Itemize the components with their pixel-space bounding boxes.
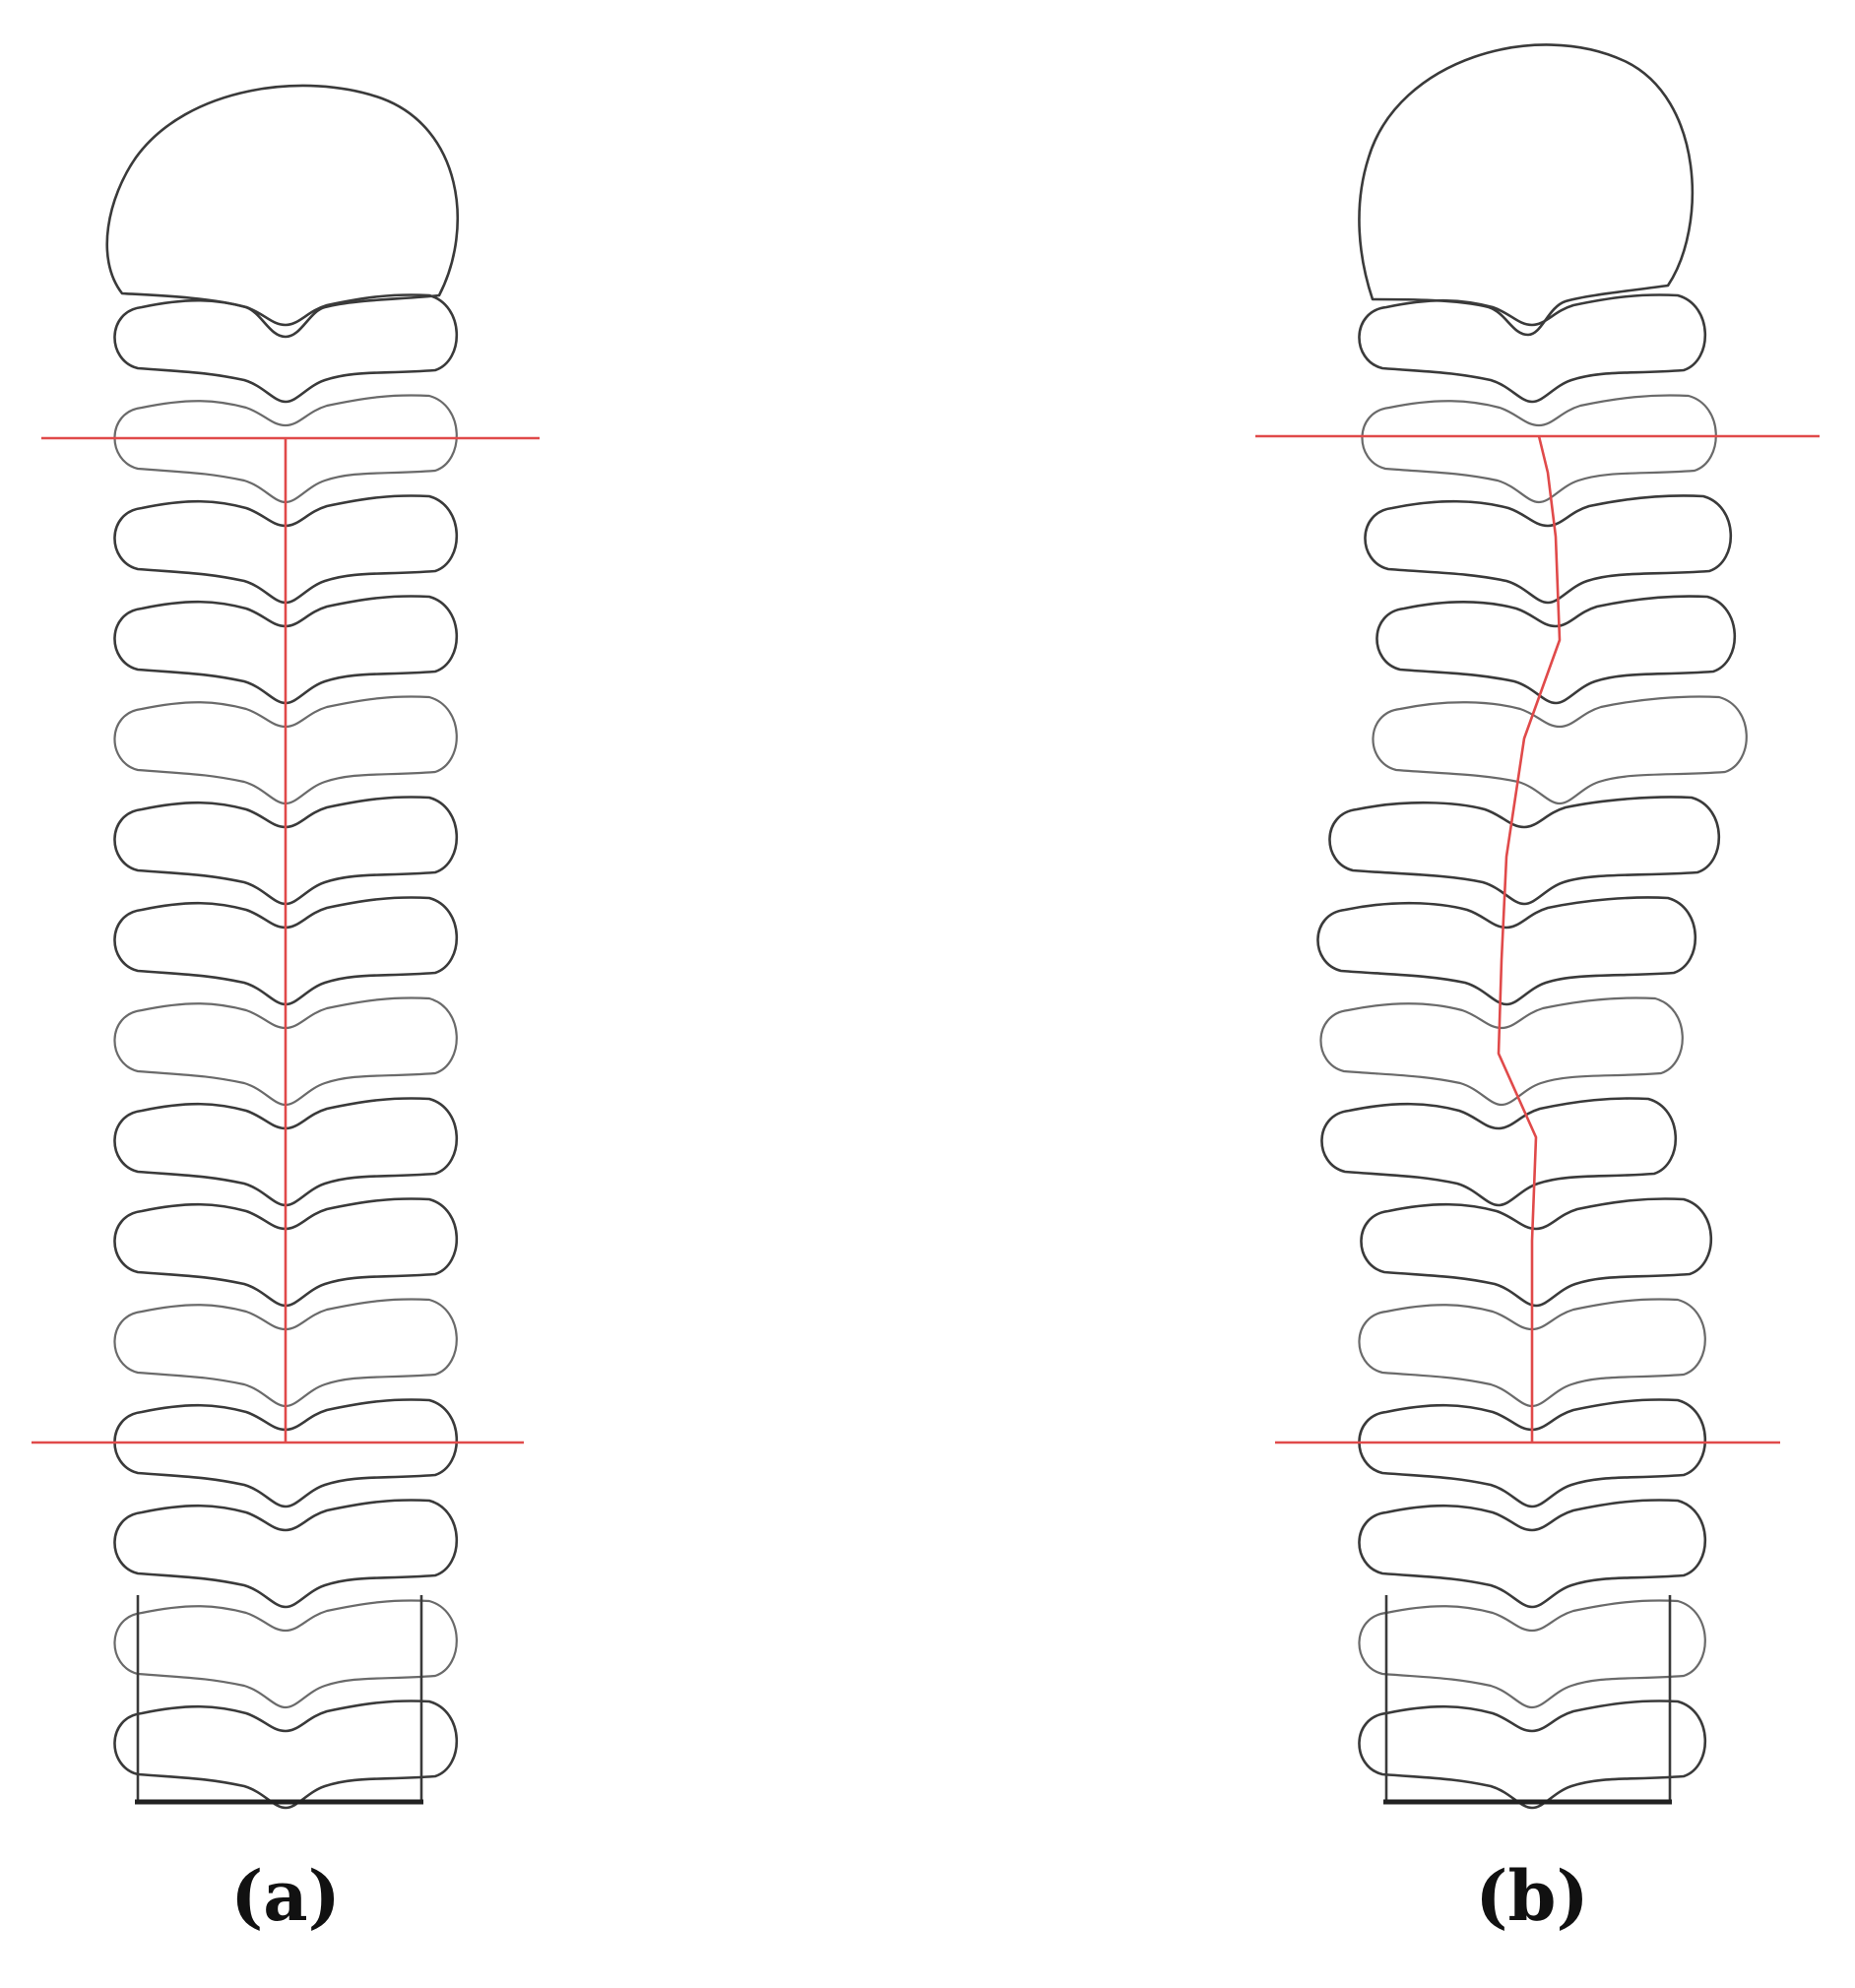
caption-b: (b) (1475, 1855, 1588, 1937)
weld-layer (1320, 1097, 1678, 1207)
caption-a: (a) (230, 1855, 341, 1937)
weld-layer (1361, 394, 1717, 504)
weld-layer (1364, 494, 1733, 605)
weld-layer (113, 1197, 459, 1308)
weld-layer (1358, 1398, 1707, 1508)
weld-layer (113, 1097, 459, 1207)
weld-layer (113, 293, 459, 404)
weld-layer (1375, 595, 1737, 705)
weld-layer (113, 1398, 459, 1508)
weld-layer (1358, 1599, 1706, 1709)
weld-layer (1358, 1298, 1706, 1408)
base-plate (1384, 1595, 1672, 1802)
weld-layer (113, 996, 458, 1107)
weld-layers-a (113, 293, 459, 1810)
weld-layer (1360, 1197, 1713, 1308)
weld-layer (1358, 1499, 1707, 1609)
panel-b: (b) (1255, 43, 1820, 1937)
weld-layer (113, 394, 458, 504)
top-dome (105, 84, 460, 339)
panel-a: (a) (32, 84, 540, 1937)
weld-layer (113, 494, 459, 605)
weld-layer (1328, 796, 1721, 906)
weld-layer (1372, 695, 1748, 805)
weld-layer (113, 1599, 458, 1709)
weld-layer (113, 695, 458, 805)
weld-layer (1316, 896, 1697, 1006)
top-dome (1358, 43, 1695, 337)
base-plate (136, 1595, 423, 1802)
weld-layer (113, 595, 459, 705)
weld-layer (113, 796, 459, 906)
weld-layer (113, 896, 459, 1006)
weld-layer (113, 1298, 458, 1408)
weld-layer (113, 1499, 459, 1609)
weld-layer (1319, 996, 1684, 1107)
weld-layer (1358, 293, 1707, 404)
centerline-deviated (1497, 435, 1562, 1443)
weld-layer (113, 1699, 459, 1810)
weld-layer (1358, 1699, 1707, 1810)
weld-layers-b (1316, 293, 1748, 1810)
